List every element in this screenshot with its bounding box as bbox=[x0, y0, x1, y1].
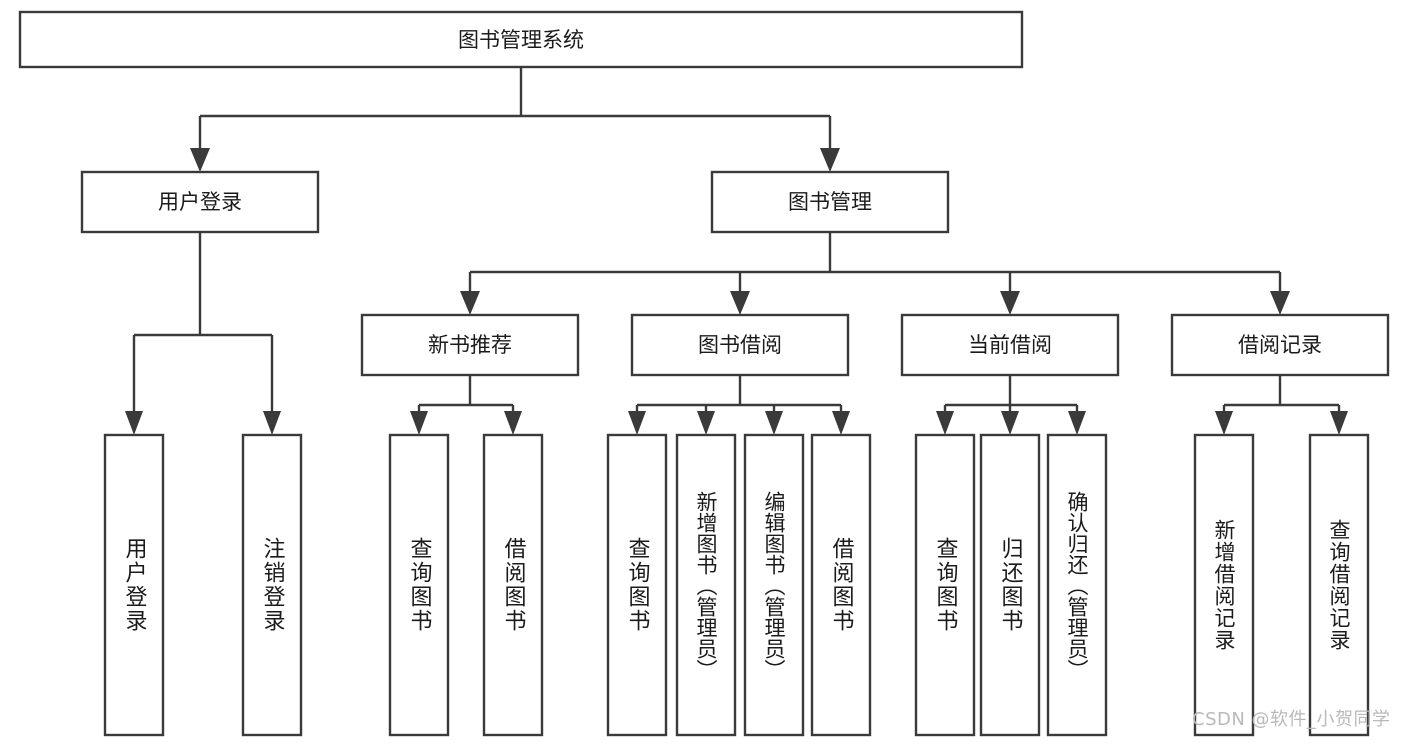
node-book-manage[interactable]: 图书管理 bbox=[710, 170, 950, 234]
node-current-borrow-box[interactable] bbox=[900, 313, 1120, 377]
arrow-icon-leaf-query-book-2 bbox=[628, 411, 646, 435]
node-borrow-record-box[interactable] bbox=[1170, 313, 1390, 377]
arrow-icon-leaf-edit-book bbox=[765, 411, 783, 435]
node-current-borrow-label: 当前借阅 bbox=[968, 333, 1052, 357]
node-new-book-recommend-box[interactable] bbox=[360, 313, 580, 377]
node-leaf-borrow-book-1-box[interactable] bbox=[482, 433, 544, 737]
node-root[interactable]: 图书管理系统 bbox=[18, 10, 1024, 69]
node-leaf-return-book-box[interactable] bbox=[979, 433, 1041, 737]
arrow-icon-leaf-query-book-3 bbox=[936, 411, 954, 435]
node-book-manage-label: 图书管理 bbox=[788, 190, 872, 214]
node-leaf-logout-box[interactable] bbox=[241, 433, 303, 737]
node-leaf-query-book-3-box[interactable] bbox=[914, 433, 976, 737]
node-user-login-label: 用户登录 bbox=[158, 190, 242, 214]
node-new-book-recommend[interactable]: 新书推荐 bbox=[360, 313, 580, 377]
arrow-icon-leaf-query-record bbox=[1330, 411, 1348, 435]
node-borrow-record-label: 借阅记录 bbox=[1238, 333, 1322, 357]
node-root-label: 图书管理系统 bbox=[458, 28, 584, 52]
node-leaf-query-record-box[interactable] bbox=[1308, 433, 1370, 737]
arrow-icon-book-manage-c1 bbox=[460, 291, 480, 315]
node-leaf-borrow-book-2-box[interactable] bbox=[810, 433, 872, 737]
node-new-book-recommend-label: 新书推荐 bbox=[428, 333, 512, 357]
arrow-icon-leaf-return-book bbox=[1001, 411, 1019, 435]
arrow-icon-leaf-confirm-return bbox=[1068, 411, 1086, 435]
node-book-borrow[interactable]: 图书借阅 bbox=[630, 313, 850, 377]
leaf-box-layer bbox=[103, 433, 1370, 737]
arrow-icon-leaf-add-book bbox=[697, 411, 715, 435]
csdn-watermark: CSDN @软件_小贺同学 bbox=[1192, 709, 1391, 730]
node-user-login-box[interactable] bbox=[80, 170, 320, 234]
node-book-borrow-box[interactable] bbox=[630, 313, 850, 377]
node-leaf-edit-book-box[interactable] bbox=[743, 433, 805, 737]
arrow-icon-book-manage-c2 bbox=[730, 291, 750, 315]
arrow-icon-root-to-user-login bbox=[190, 148, 210, 172]
arrow-icon-leaf-user-login bbox=[125, 411, 143, 435]
node-borrow-record[interactable]: 借阅记录 bbox=[1170, 313, 1390, 377]
node-leaf-add-book-box[interactable] bbox=[675, 433, 737, 737]
arrow-icon-leaf-borrow-book-2 bbox=[832, 411, 850, 435]
arrow-icon-book-manage-c3 bbox=[1000, 291, 1020, 315]
node-leaf-add-record-box[interactable] bbox=[1193, 433, 1255, 737]
arrow-icon-leaf-borrow-book-1 bbox=[504, 411, 522, 435]
node-book-manage-box[interactable] bbox=[710, 170, 950, 234]
node-leaf-confirm-return-box[interactable] bbox=[1046, 433, 1108, 737]
arrow-icon-leaf-add-record bbox=[1215, 411, 1233, 435]
arrow-icon-leaf-query-book-1 bbox=[410, 411, 428, 435]
arrow-icon-book-manage-c4 bbox=[1270, 291, 1290, 315]
node-leaf-query-book-1-box[interactable] bbox=[388, 433, 450, 737]
node-root-box[interactable] bbox=[18, 10, 1024, 69]
arrow-icon-root-to-book-manage bbox=[820, 148, 840, 172]
arrowhead-layer bbox=[125, 148, 1348, 435]
node-current-borrow[interactable]: 当前借阅 bbox=[900, 313, 1120, 377]
node-book-borrow-label: 图书借阅 bbox=[698, 333, 782, 357]
node-leaf-query-book-2-box[interactable] bbox=[606, 433, 668, 737]
node-leaf-user-login-box[interactable] bbox=[103, 433, 165, 737]
arrow-icon-leaf-logout bbox=[263, 411, 281, 435]
node-user-login[interactable]: 用户登录 bbox=[80, 170, 320, 234]
